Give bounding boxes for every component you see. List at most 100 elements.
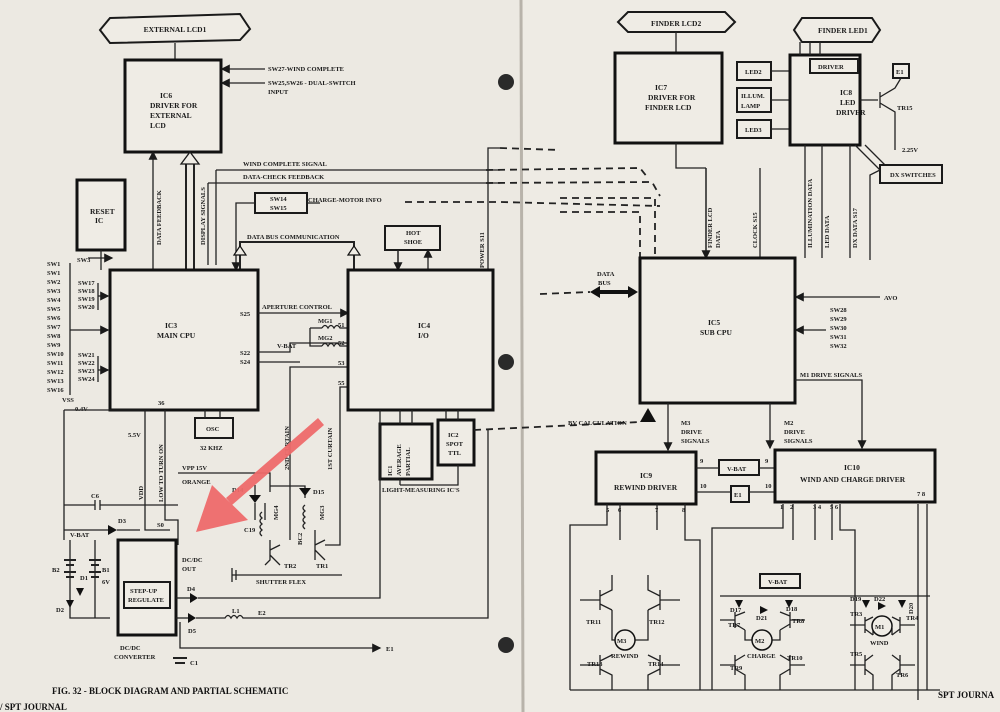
right-ic5-1-label: SUB CPU (700, 328, 732, 337)
left-khz-label: 32 KHZ (200, 445, 223, 452)
right-tr6-label: TR6 (896, 672, 909, 679)
right-pin10a-label: 10 (700, 483, 707, 490)
red-arrow-annotation (196, 418, 324, 532)
right-pins-ic10-0-label: 1 (780, 504, 783, 511)
ic2-spot-block (436, 418, 476, 467)
finder-led1-block: FINDER LED1 (792, 17, 882, 43)
right-ic9-1-label: REWIND DRIVER (614, 483, 678, 492)
left-vbat-label: V-BAT (277, 343, 297, 350)
left-sw-list-a-10-label: SW10 (47, 351, 64, 358)
left-reset-ic-1-label: IC (95, 216, 103, 225)
right-tr5-label: TR5 (850, 651, 863, 658)
left-bv-calculation-label: BV CALCULATION (568, 420, 627, 427)
right-pins-ic9-0-label: 5 (606, 507, 610, 514)
right-led3-label: LED3 (745, 127, 762, 134)
left-d5-label: D5 (188, 628, 197, 635)
left-sw-list-a-5-label: SW5 (47, 306, 61, 313)
left-ic6-0-label: IC6 (160, 91, 172, 100)
left-vpp-label: VPP 15V (182, 465, 207, 472)
left-ic4-1-label: I/O (418, 331, 429, 340)
right-m2-drive-2-label: SIGNALS (784, 438, 813, 445)
left-hot-shoe-1-label: SHOE (404, 239, 422, 246)
left-sw-list-c-3-label: SW24 (78, 376, 95, 383)
right-m3-drive-1-label: DRIVE (681, 429, 702, 436)
left-low-to-turn-on-label: LOW TO TURN ON (158, 444, 165, 502)
right-avo-label: AVO (884, 295, 897, 302)
ic4-io-block: IC4 I/O (346, 268, 495, 412)
left-journal-footer: / SPT JOURNAL (0, 702, 67, 712)
left-reset-ic-0-label: RESET (90, 207, 115, 216)
left-ic4-0-label: IC4 (418, 321, 430, 330)
left-sw-list-a-3-label: SW3 (47, 288, 61, 295)
left-mg3-label: MG3 (319, 505, 326, 520)
right-ic8-1-label: LED (840, 98, 856, 107)
left-tr2-label: TR2 (284, 563, 296, 570)
left-mg2-label: MG2 (318, 335, 332, 342)
left-sw-list-c-0-label: SW21 (78, 352, 95, 359)
external-lcd1-label: EXTERNAL LCD1 (144, 25, 207, 34)
binder-hole-1 (498, 74, 514, 90)
right-vbat2-label: V-BAT (768, 579, 788, 586)
left-sw14-1-label: SW15 (270, 205, 287, 212)
left-sw3-label: SW3 (77, 257, 91, 264)
left-pin36-label: 36 (158, 400, 165, 407)
left-wind-complete-signal-label: WIND COMPLETE SIGNAL (243, 161, 327, 168)
right-d20-label: D20 (908, 603, 915, 614)
left-mg1-label: MG1 (318, 318, 332, 325)
binder-hole-3 (498, 637, 514, 653)
right-sw-list-4-label: SW32 (830, 343, 847, 350)
right-pins-ic10-1-label: 2 (790, 504, 793, 511)
left-sw-list-a-0-label: SW1 (47, 261, 60, 268)
ic8-block: DRIVER IC8 LED DRIVER (788, 53, 866, 147)
right-data-bus-0-label: DATA (597, 271, 615, 278)
left-c1-label: C1 (190, 660, 198, 667)
left-ic1-2-label: PARTIAL (405, 447, 412, 476)
left-sw25-1-label: INPUT (268, 89, 289, 96)
left-s0-label: S0 (157, 522, 164, 529)
switch-list-a: SW1 SW1 SW2 SW3 SW4 SW5 SW6 SW7 SW8 SW9 … (47, 261, 64, 394)
right-rewind-label: REWIND (611, 653, 639, 660)
sub-cpu-switch-list: SW28 SW29 SW30 SW31 SW32 (830, 307, 847, 350)
left-e2-label: E2 (258, 610, 266, 617)
left-dcdc-out-0-label: DC/DC (182, 557, 203, 564)
right-ic10-1-label: WIND AND CHARGE DRIVER (800, 475, 906, 484)
left-aperture-control-label: APERTURE CONTROL (262, 304, 333, 311)
left-shutter-flex-label: SHUTTER FLEX (256, 579, 306, 586)
left-pin51-label: 51 (338, 322, 345, 329)
right-d21-label: D21 (756, 615, 767, 622)
right-m1-drive-label: M1 DRIVE SIGNALS (800, 372, 863, 379)
right-pins-ic9-3-label: 8 (682, 507, 686, 514)
left-sw-list-a-11-label: SW11 (47, 360, 63, 367)
vbat-box-2 (759, 573, 801, 589)
right-ic7-2-label: FINDER LCD (645, 103, 692, 112)
left-sw-list-b-0-label: SW17 (78, 280, 95, 287)
finder-lcd2-block: FINDER LCD2 (616, 11, 737, 33)
left-sw-list-a-8-label: SW8 (47, 333, 61, 340)
right-m2-label: M2 (755, 638, 764, 645)
left-c6-label: C6 (91, 493, 100, 500)
right-led-data-label: LED DATA (824, 215, 831, 248)
right-illum-1-label: LAMP (741, 103, 760, 110)
reset-ic-block (75, 178, 127, 252)
ic5-sub-cpu-block: IC5 SUB CPU (638, 256, 797, 405)
left-sw-list-a-14-label: SW16 (47, 387, 64, 394)
left-b2-label: B2 (52, 567, 60, 574)
right-d18-label: D18 (786, 606, 798, 613)
left-page (0, 0, 522, 712)
left-d2-label: D2 (56, 607, 64, 614)
left-sw-list-c-2-label: SW23 (78, 368, 95, 375)
illum-lamp-block (736, 87, 772, 113)
right-tr11-label: TR11 (586, 619, 601, 626)
right-m3-label: M3 (617, 638, 627, 645)
left-sw-list-a-13-label: SW13 (47, 378, 64, 385)
right-m2-drive-1-label: DRIVE (784, 429, 805, 436)
right-tr14-label: TR14 (648, 661, 664, 668)
ic10-wind-charge-driver-block: IC10 WIND AND CHARGE DRIVER (773, 448, 937, 504)
left-c19-label: C19 (244, 527, 256, 534)
left-ic1-0-label: IC1 (387, 466, 394, 476)
right-sw-list-3-label: SW31 (830, 334, 847, 341)
right-d22-label: D22 (874, 596, 885, 603)
left-display-signals-label: DISPLAY SIGNALS (200, 187, 207, 245)
